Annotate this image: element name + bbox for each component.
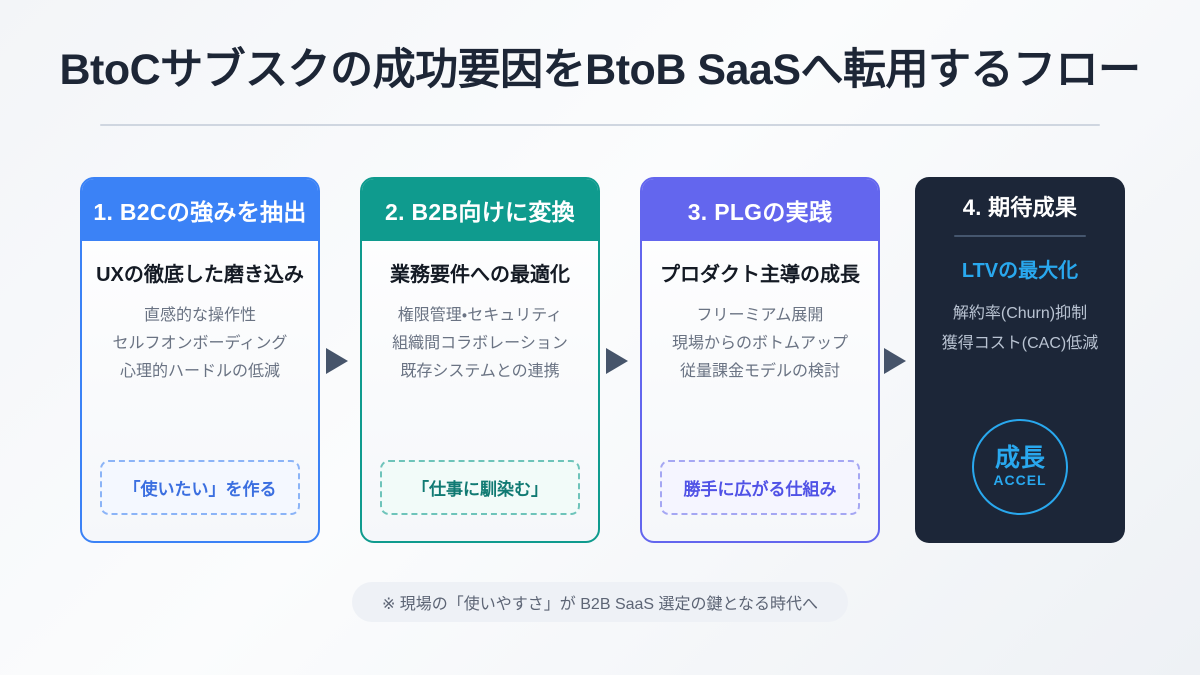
flow-card-4-header: 4. 期待成果 [962, 195, 1078, 220]
growth-label: 成長 [994, 444, 1045, 472]
accel-label: ACCEL [993, 472, 1047, 488]
list-item: 従量課金モデルの検討 [679, 363, 840, 381]
flow-card-4-body: LTVの最大化 解約率(Churn)抑制 獲得コスト(CAC)低減 成長 ACC… [915, 239, 1125, 543]
page-title: BtoCサブスクの成功要因をBtoB SaaSへ転用するフロー [59, 46, 1141, 94]
growth-accel-badge: 成長 ACCEL [972, 419, 1068, 515]
flow-card-4-bullets: 解約率(Churn)抑制 獲得コスト(CAC)低減 [942, 304, 1098, 353]
flow-card-1-header: 1. B2Cの強みを抽出 [82, 179, 318, 241]
flow-card-1[interactable]: 1. B2Cの強みを抽出 UXの徹底した磨き込み 直感的な操作性 セルフオンボー… [80, 177, 320, 543]
list-item: 直感的な操作性 [143, 307, 256, 324]
list-item: 現場からのボトムアップ [671, 335, 848, 353]
list-item: 心理的ハードルの低減 [119, 363, 280, 381]
flow-card-2-lead: 業務要件への最適化 [390, 264, 570, 286]
list-item: セルフオンボーディング [112, 335, 288, 353]
flow-card-2-header: 2. B2B向けに変換 [362, 179, 598, 241]
arrow-right-icon [884, 348, 906, 374]
flow-card-1-lead: UXの徹底した磨き込み [96, 264, 304, 286]
flow-card-1-bullets: 直感的な操作性 セルフオンボーディング 心理的ハードルの低減 [113, 306, 288, 382]
flow-card-3-header: 3. PLGの実践 [642, 179, 878, 241]
flow-cards: 1. B2Cの強みを抽出 UXの徹底した磨き込み 直感的な操作性 セルフオンボー… [0, 177, 1200, 543]
flow-card-3-lead: プロダクト主導の成長 [660, 264, 860, 286]
list-item: 既存システムとの連携 [400, 363, 560, 381]
list-item: フリーミアム展開 [696, 307, 824, 324]
title-divider [100, 124, 1100, 126]
list-item: 解約率(Churn)抑制 [952, 305, 1088, 322]
flow-card-1-body: UXの徹底した磨き込み 直感的な操作性 セルフオンボーディング 心理的ハードルの… [82, 241, 318, 541]
arrow-right-icon [326, 348, 348, 374]
flow-card-3-badge: 勝手に広がる仕組み [660, 460, 860, 515]
flow-card-2-badge: 「仕事に馴染む」 [380, 460, 580, 515]
flow-card-4-divider [954, 235, 1086, 237]
list-item: 獲得コスト(CAC)低減 [941, 335, 1099, 353]
footer-note-block: ※ 現場の「使いやすさ」が B2B SaaS 選定の鍵となる時代へ [0, 582, 1200, 622]
list-item: 権限管理・セキュリティ [397, 307, 563, 324]
flow-card-2[interactable]: 2. B2B向けに変換 業務要件への最適化 権限管理・セキュリティ 組織間コラボ… [360, 177, 600, 543]
flow-card-1-badge: 「使いたい」を作る [100, 460, 300, 515]
flow-card-3-bullets: フリーミアム展開 現場からのボトムアップ 従量課金モデルの検討 [672, 306, 848, 382]
list-item: 組織間コラボレーション [392, 335, 568, 353]
flow-card-4-lead: LTVの最大化 [961, 260, 1079, 282]
footer-note: ※ 現場の「使いやすさ」が B2B SaaS 選定の鍵となる時代へ [351, 582, 849, 622]
flow-card-4-result[interactable]: 4. 期待成果 LTVの最大化 解約率(Churn)抑制 獲得コスト(CAC)低… [915, 177, 1125, 543]
flow-card-3-body: プロダクト主導の成長 フリーミアム展開 現場からのボトムアップ 従量課金モデルの… [642, 241, 878, 541]
flow-card-2-body: 業務要件への最適化 権限管理・セキュリティ 組織間コラボレーション 既存システム… [362, 241, 598, 541]
title-block: BtoCサブスクの成功要因をBtoB SaaSへ転用するフロー [0, 46, 1200, 95]
flow-card-3[interactable]: 3. PLGの実践 プロダクト主導の成長 フリーミアム展開 現場からのボトムアッ… [640, 177, 880, 543]
flow-card-2-bullets: 権限管理・セキュリティ 組織間コラボレーション 既存システムとの連携 [392, 306, 568, 382]
arrow-right-icon [606, 348, 628, 374]
